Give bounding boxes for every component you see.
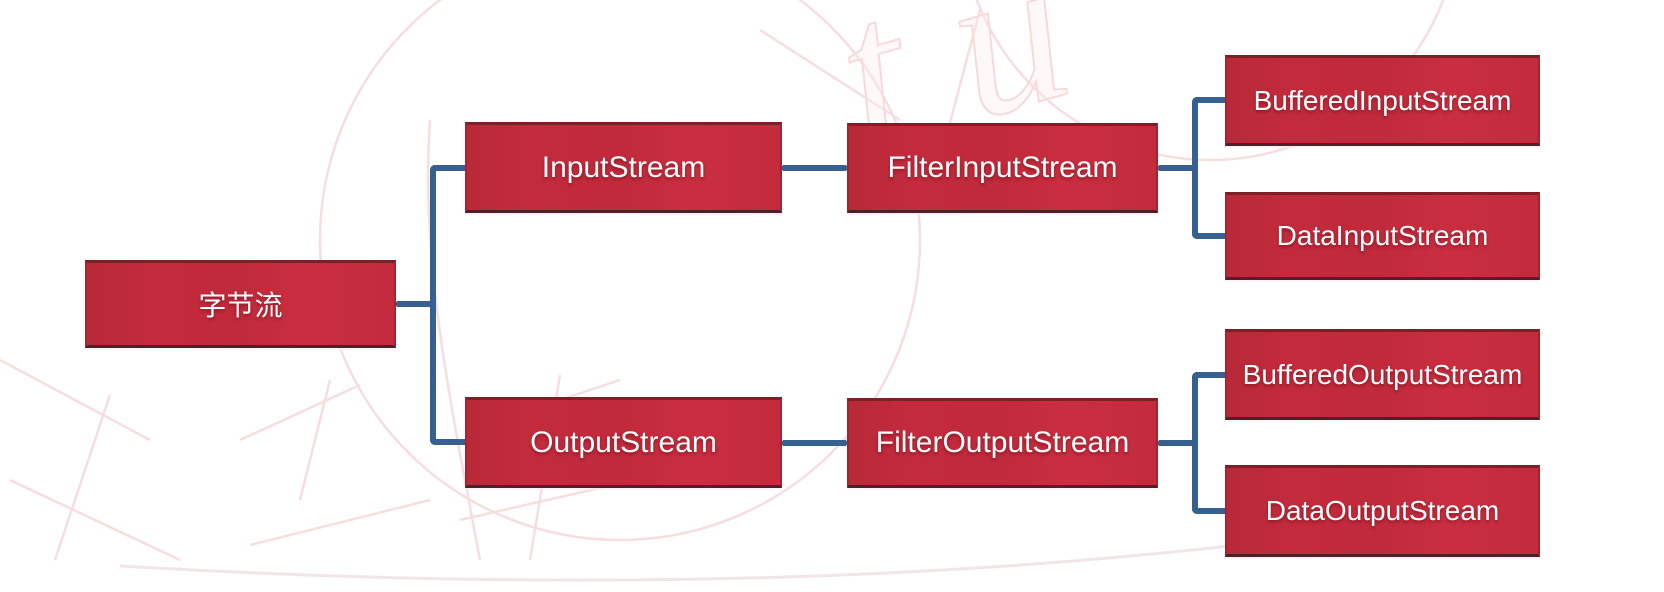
connector-filterinput-stub <box>1158 165 1198 171</box>
node-inputstream-label: InputStream <box>541 150 706 184</box>
connector-filteroutput-stub <box>1158 440 1198 446</box>
node-inputstream: InputStream <box>465 122 782 213</box>
node-filterinputstream: FilterInputStream <box>847 123 1158 213</box>
node-bufferedinputstream-label: BufferedInputStream <box>1253 84 1512 116</box>
node-dataoutputstream-label: DataOutputStream <box>1265 495 1500 526</box>
connector-inputstream-filterinputstream <box>782 165 847 171</box>
node-bufferedinputstream: BufferedInputStream <box>1225 55 1540 146</box>
node-outputstream: OutputStream <box>465 397 782 488</box>
node-datainputstream: DataInputStream <box>1225 192 1540 280</box>
connector-filteroutput-bracket <box>1192 372 1225 514</box>
connector-root-stub <box>396 301 432 307</box>
node-filteroutputstream-label: FilterOutputStream <box>875 426 1130 459</box>
node-dataoutputstream: DataOutputStream <box>1225 465 1540 557</box>
node-byte-stream: 字节流 <box>85 260 396 348</box>
node-bufferedoutputstream-label: BufferedOutputStream <box>1242 358 1523 390</box>
node-datainputstream-label: DataInputStream <box>1276 220 1489 251</box>
node-filterinputstream-label: FilterInputStream <box>887 151 1118 184</box>
connector-filterinput-bracket <box>1192 97 1225 239</box>
node-byte-stream-label: 字节流 <box>198 290 283 321</box>
connector-root-bracket <box>430 165 465 445</box>
node-filteroutputstream: FilterOutputStream <box>847 398 1158 488</box>
node-bufferedoutputstream: BufferedOutputStream <box>1225 329 1540 420</box>
connector-outputstream-filteroutputstream <box>782 440 847 446</box>
node-outputstream-label: OutputStream <box>530 425 717 459</box>
